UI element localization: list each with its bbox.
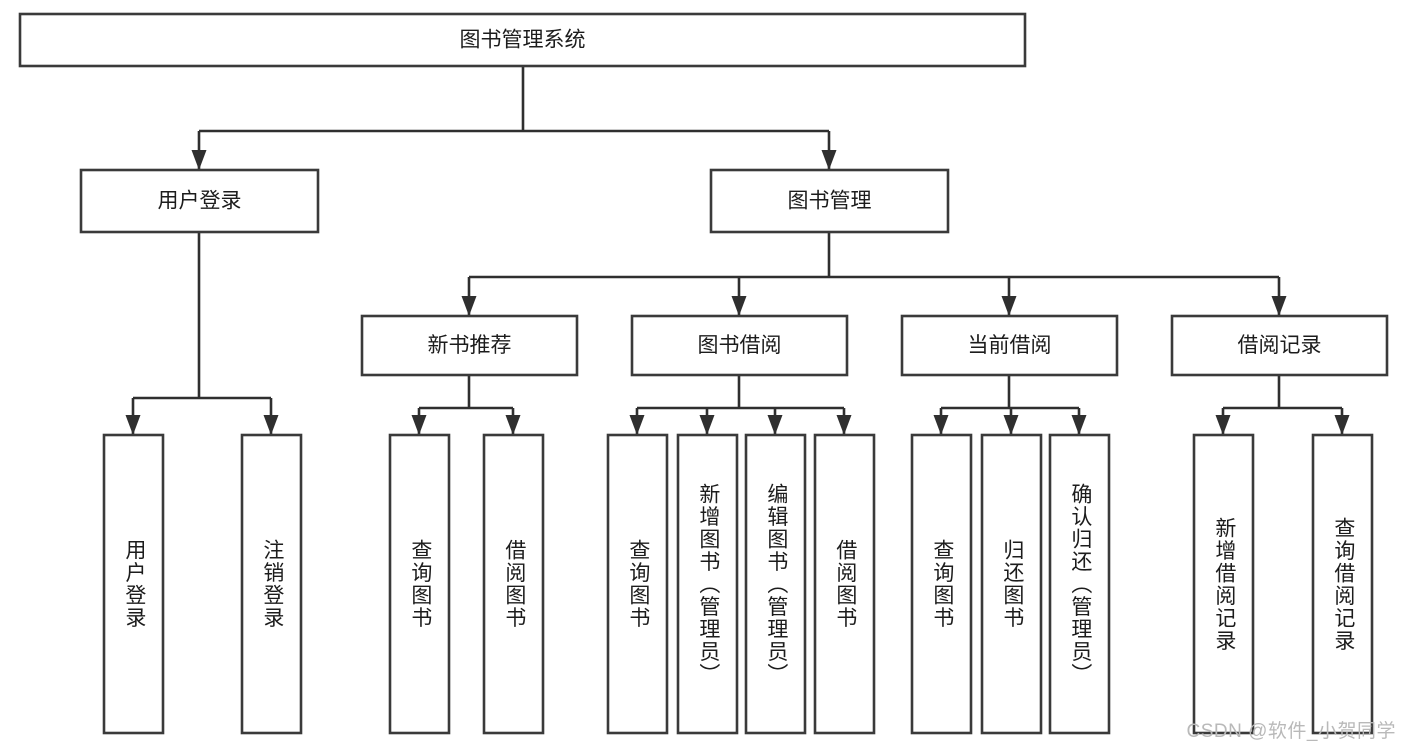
arrow-head-level3_newbook_to_leaves-1 bbox=[505, 415, 521, 435]
node-label-book-management-1: 图书管理 bbox=[788, 190, 872, 213]
boxes-layer bbox=[18, 12, 1389, 735]
arrow-head-level3_current_to_leaves-0 bbox=[933, 415, 949, 435]
node-box-query-book-4[interactable] bbox=[606, 433, 669, 735]
arrow-head-level2_bookmgmt_to_level3-1 bbox=[731, 296, 747, 316]
node-label-new-book-recommend-0: 新书推荐 bbox=[428, 334, 512, 357]
node-box-book-borrow-1[interactable] bbox=[630, 314, 849, 377]
arrow-head-level3_borrow_to_leaves-2 bbox=[767, 415, 783, 435]
node-box-user-login-0[interactable] bbox=[102, 433, 165, 735]
node-label-user-login-0: 用户登录 bbox=[158, 190, 242, 213]
node-label-borrow-record-3: 借阅记录 bbox=[1238, 334, 1322, 357]
node-box-book-management-1[interactable] bbox=[709, 168, 950, 234]
watermark-text: CSDN @软件_小贺同学 bbox=[1186, 721, 1396, 742]
arrow-head-level3_borrow_to_leaves-0 bbox=[629, 415, 645, 435]
arrow-head-level2_userlogin_to_leaves-0 bbox=[125, 415, 141, 435]
node-box-logout-1[interactable] bbox=[240, 433, 303, 735]
node-label-book-borrow-1: 图书借阅 bbox=[698, 334, 782, 357]
node-box-query-book-8[interactable] bbox=[910, 433, 973, 735]
node-box-new-book-recommend-0[interactable] bbox=[360, 314, 579, 377]
node-box-book-management-system[interactable] bbox=[18, 12, 1027, 68]
connectors-layer bbox=[125, 66, 1350, 435]
arrow-head-level3_borrow_to_leaves-1 bbox=[699, 415, 715, 435]
node-box-confirm-return-admin-10[interactable] bbox=[1048, 433, 1111, 735]
arrow-head-level3_current_to_leaves-2 bbox=[1071, 415, 1087, 435]
arrow-head-level2_userlogin_to_leaves-1 bbox=[263, 415, 279, 435]
node-box-edit-book-admin-6[interactable] bbox=[744, 433, 807, 735]
node-box-borrow-record-3[interactable] bbox=[1170, 314, 1389, 377]
arrow-head-level3_record_to_leaves-1 bbox=[1334, 415, 1350, 435]
node-box-return-book-9[interactable] bbox=[980, 433, 1043, 735]
arrow-head-level3_record_to_leaves-0 bbox=[1215, 415, 1231, 435]
node-box-borrow-book-7[interactable] bbox=[813, 433, 876, 735]
node-box-add-borrow-record-11[interactable] bbox=[1192, 433, 1255, 735]
arrow-head-level3_newbook_to_leaves-0 bbox=[411, 415, 427, 435]
arrow-head-root_to_level2-0 bbox=[191, 150, 207, 170]
node-box-query-book-2[interactable] bbox=[388, 433, 451, 735]
arrow-head-level3_current_to_leaves-1 bbox=[1003, 415, 1019, 435]
node-box-borrow-book-3[interactable] bbox=[482, 433, 545, 735]
arrow-head-level2_bookmgmt_to_level3-0 bbox=[461, 296, 477, 316]
arrow-head-level3_borrow_to_leaves-3 bbox=[836, 415, 852, 435]
node-box-current-borrow-2[interactable] bbox=[900, 314, 1119, 377]
node-box-user-login-0[interactable] bbox=[79, 168, 320, 234]
arrow-head-level2_bookmgmt_to_level3-3 bbox=[1271, 296, 1287, 316]
arrow-head-root_to_level2-1 bbox=[821, 150, 837, 170]
arrow-head-level2_bookmgmt_to_level3-2 bbox=[1001, 296, 1017, 316]
node-label-book-management-system: 图书管理系统 bbox=[460, 29, 586, 52]
node-box-add-book-admin-5[interactable] bbox=[676, 433, 739, 735]
node-box-query-borrow-record-12[interactable] bbox=[1311, 433, 1374, 735]
node-label-current-borrow-2: 当前借阅 bbox=[968, 334, 1052, 357]
